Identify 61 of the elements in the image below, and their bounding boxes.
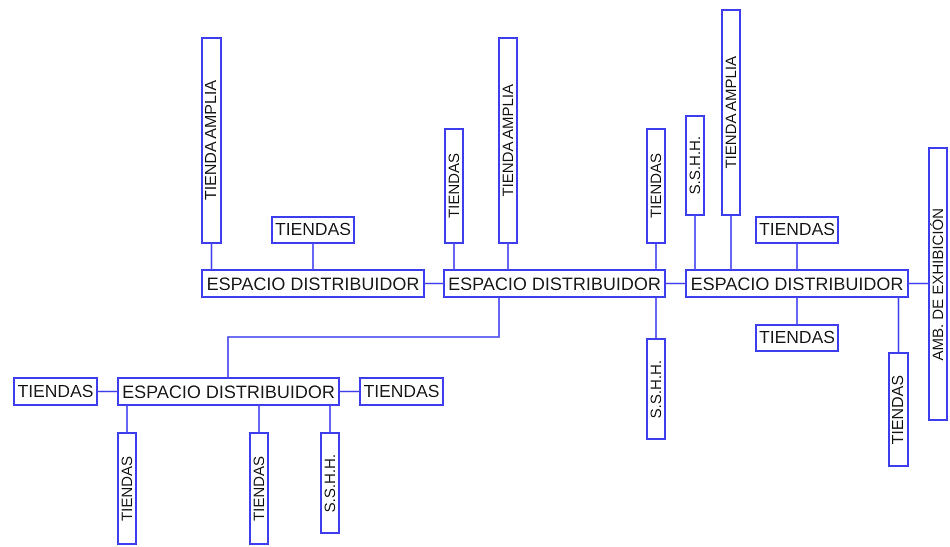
connector-line	[210, 244, 212, 269]
space-label: TIENDAS	[364, 382, 440, 400]
space-box	[498, 37, 518, 244]
connector-line	[694, 216, 696, 269]
space-label: TIENDAS	[252, 456, 266, 521]
space-label: TIENDAS	[648, 153, 664, 218]
connector-line	[340, 390, 359, 392]
space-label: TIENDA AMPLIA	[500, 84, 516, 197]
connector-line	[666, 282, 685, 284]
connector-line	[796, 298, 798, 324]
space-box	[201, 37, 222, 244]
space-label: ESPACIO DISTRIBUIDOR	[206, 274, 420, 292]
space-box	[201, 269, 425, 298]
space-label: TIENDAS	[759, 329, 835, 347]
space-label: TIENDAS	[18, 382, 94, 400]
space-label: TIENDA AMPLIA	[724, 56, 738, 169]
space-box	[359, 377, 444, 406]
space-box	[320, 432, 340, 534]
space-box	[249, 432, 269, 545]
space-box	[685, 115, 705, 216]
connector-line	[425, 282, 443, 284]
space-label: TIENDA AMPLIA	[204, 80, 220, 201]
space-box	[444, 128, 464, 244]
connector-line	[258, 406, 260, 432]
space-box	[888, 352, 909, 467]
connector-line	[796, 244, 798, 269]
space-box	[755, 216, 839, 244]
space-box	[117, 432, 137, 545]
space-box	[721, 9, 741, 216]
connector-line	[730, 216, 732, 269]
connector-line	[507, 244, 509, 269]
space-box	[117, 377, 340, 406]
space-label: S.S.H.H.	[648, 360, 664, 418]
space-label: TIENDAS	[446, 153, 462, 218]
space-label: TIENDAS	[275, 221, 351, 239]
space-label: TIENDAS	[120, 456, 134, 521]
connector-line	[227, 298, 500, 377]
space-label: TIENDAS	[759, 221, 835, 239]
connector-line	[126, 406, 128, 432]
space-label: S.S.H.H.	[322, 454, 338, 512]
space-box	[646, 128, 666, 244]
space-box	[685, 269, 909, 298]
space-box	[928, 147, 948, 421]
connector-line	[655, 298, 657, 338]
space-label: ESPACIO DISTRIBUIDOR	[122, 382, 335, 400]
connector-line	[898, 298, 900, 352]
connector-line	[312, 244, 314, 269]
connector-line	[98, 390, 117, 392]
space-label: ESPACIO DISTRIBUIDOR	[690, 274, 904, 292]
space-box	[443, 269, 666, 298]
space-box	[755, 324, 839, 352]
connector-line	[655, 244, 657, 269]
space-box	[13, 377, 98, 406]
space-label: ESPACIO DISTRIBUIDOR	[448, 274, 661, 292]
connector-line	[453, 244, 455, 269]
space-label: TIENDAS	[890, 374, 906, 444]
connector-line	[909, 282, 928, 284]
connector-line	[329, 406, 331, 432]
space-label: S.S.H.H.	[688, 136, 702, 195]
space-box	[271, 216, 355, 244]
space-box	[646, 338, 666, 440]
